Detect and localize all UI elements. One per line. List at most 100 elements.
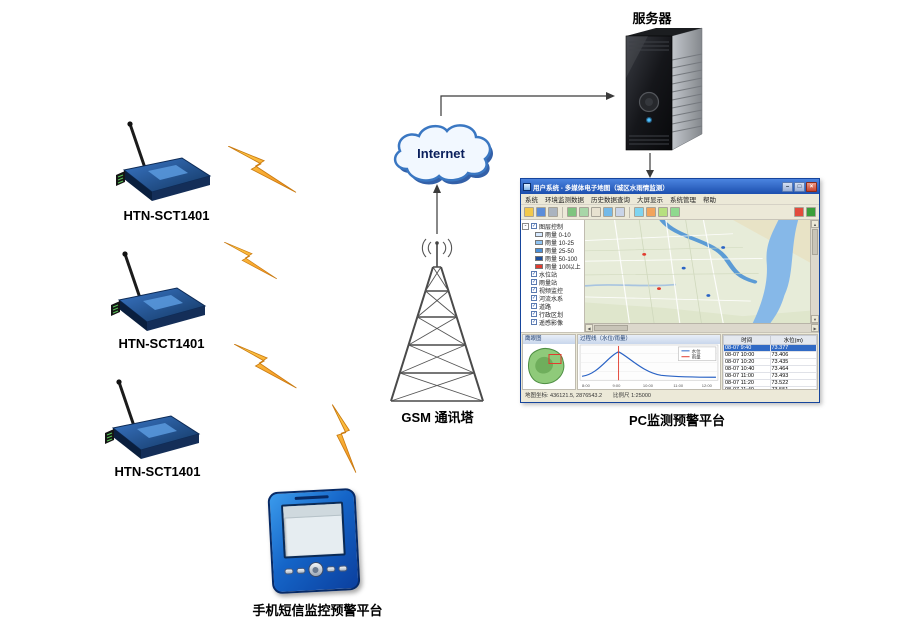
horizontal-scrollbar[interactable]: ◀ ▶ [585, 323, 819, 332]
lightning-bolt-3 [233, 343, 312, 399]
tree-legend-item[interactable]: 雨量 25-50 [535, 246, 583, 254]
zoom-out-icon[interactable] [579, 207, 589, 217]
cell-stage: 73.406 [769, 351, 817, 359]
layer-label: 水位站 [539, 272, 558, 279]
select-icon[interactable] [615, 207, 625, 217]
table-row[interactable]: 08-07 10:40 73.464 [723, 365, 817, 373]
tree-layer-item[interactable]: ✓ 雨量站 [531, 278, 583, 286]
table-header-stage[interactable]: 水位(m) [769, 335, 817, 345]
cell-time: 08-07 11:20 [723, 379, 771, 387]
layer-label: 雨量站 [539, 280, 558, 287]
layer-label: 遥感影像 [539, 320, 564, 327]
pda-button [337, 564, 348, 572]
chart-legend-rain: 雨量 [692, 354, 702, 361]
checkbox-icon[interactable]: ✓ [531, 295, 537, 301]
minimize-button[interactable]: – [782, 181, 793, 192]
menu-item[interactable]: 环境监测数据 [545, 197, 584, 204]
stage-data-table: 时间 水位(m) 08-07 9:40 73.377 08-07 10:00 7… [723, 335, 817, 389]
pda-screen [281, 501, 346, 559]
alert-icon[interactable] [794, 207, 804, 217]
pc-platform-label: PC监测预警平台 [628, 413, 726, 428]
cell-time: 08-07 11:00 [723, 372, 771, 380]
tree-layer-item[interactable]: ✓ 道路 [531, 302, 583, 310]
menu-bar: 系统 环境监测数据 历史数据查询 大屏显示 系统管理 帮助 [521, 194, 819, 205]
legend-color-swatch [535, 239, 543, 245]
collapse-icon[interactable]: - [522, 222, 529, 230]
gis-map-view[interactable] [585, 220, 810, 323]
checkbox-icon[interactable]: ✓ [531, 311, 537, 317]
tree-layer-item[interactable]: ✓ 视频监控 [531, 286, 583, 294]
pan-icon[interactable] [591, 207, 601, 217]
checkbox-icon[interactable]: ✓ [531, 279, 537, 285]
window-app-icon [523, 182, 531, 191]
scroll-left-icon[interactable]: ◀ [585, 324, 593, 332]
data-table-panel: 时间 水位(m) 08-07 9:40 73.377 08-07 10:00 7… [722, 334, 818, 390]
print-icon[interactable] [548, 207, 558, 217]
tree-legend-item[interactable]: 雨量 50-100 [535, 254, 583, 262]
menu-item[interactable]: 帮助 [703, 197, 716, 204]
overview-map-illustration[interactable] [523, 344, 575, 389]
table-row[interactable]: 08-07 11:00 73.493 [723, 372, 817, 380]
layer-label: 河流水系 [539, 296, 564, 303]
checkbox-icon[interactable]: ✓ [531, 223, 537, 229]
checkbox-icon[interactable]: ✓ [531, 303, 537, 309]
close-button[interactable]: × [806, 181, 817, 192]
save-icon[interactable] [536, 207, 546, 217]
tree-layer-item[interactable]: ✓ 行政区划 [531, 310, 583, 318]
toolbar-separator [629, 206, 630, 218]
tree-legend-item[interactable]: 雨量 100以上 [535, 262, 583, 270]
table-row[interactable]: 08-07 9:40 73.377 [723, 344, 817, 352]
scroll-down-icon[interactable]: ▼ [811, 315, 819, 323]
window-titlebar[interactable]: 用户系统 - 多媒体电子地图（城区水雨情监测） – □ × [521, 179, 819, 194]
hydrograph-chart: 水位 雨量 8:00 9:00 10:00 11:00 12:00 [579, 344, 719, 388]
mobile-platform-label: 手机短信监控预警平台 [252, 603, 383, 618]
maximize-button[interactable]: □ [794, 181, 805, 192]
layers-icon[interactable] [658, 207, 668, 217]
table-row[interactable]: 08-07 11:20 73.522 [723, 379, 817, 387]
tree-legend-item[interactable]: 雨量 0-10 [535, 230, 583, 238]
modem-1-label: HTN-SCT1401 [123, 208, 210, 223]
cell-stage: 73.522 [769, 379, 817, 387]
refresh-icon[interactable] [670, 207, 680, 217]
tree-legend-item[interactable]: 雨量 10-25 [535, 238, 583, 246]
window-title: 用户系统 - 多媒体电子地图（城区水雨情监测） [533, 184, 669, 192]
cell-stage: 73.435 [769, 358, 817, 366]
scrollbar-thumb[interactable] [812, 229, 818, 255]
scroll-right-icon[interactable]: ▶ [811, 324, 819, 332]
full-extent-icon[interactable] [603, 207, 613, 217]
zoom-in-icon[interactable] [567, 207, 577, 217]
tree-layer-item[interactable]: ✓ 水位站 [531, 270, 583, 278]
menu-item[interactable]: 历史数据查询 [591, 197, 630, 204]
table-row[interactable]: 08-07 10:20 73.435 [723, 358, 817, 366]
table-row[interactable]: 08-07 10:00 73.406 [723, 351, 817, 359]
chart-x-tick: 9:00 [612, 383, 621, 388]
gsm-tower [385, 233, 490, 410]
tree-layer-item[interactable]: ✓ 遥感影像 [531, 318, 583, 326]
open-icon[interactable] [524, 207, 534, 217]
scroll-up-icon[interactable]: ▲ [811, 220, 819, 228]
identify-icon[interactable] [634, 207, 644, 217]
money-icon[interactable] [806, 207, 816, 217]
table-row[interactable]: 08-07 11:40 73.551 [723, 386, 817, 389]
hydrograph-panel: 过程线（水位/雨量） 水位 雨量 8:00 9:00 10:00 11:00 1… [577, 334, 721, 390]
vertical-scrollbar[interactable]: ▲ ▼ [810, 220, 819, 323]
checkbox-icon[interactable]: ✓ [531, 287, 537, 293]
legend-color-swatch [535, 247, 543, 253]
menu-item[interactable]: 系统 [525, 197, 538, 204]
menu-item[interactable]: 系统管理 [670, 197, 696, 204]
layer-label: 行政区划 [539, 312, 564, 319]
checkbox-icon[interactable]: ✓ [531, 319, 537, 325]
tree-layer-item[interactable]: ✓ 河流水系 [531, 294, 583, 302]
menu-item[interactable]: 大屏显示 [637, 197, 663, 204]
checkbox-icon[interactable]: ✓ [531, 271, 537, 277]
pda-button [295, 567, 306, 574]
legend-label: 雨量 100以上 [545, 264, 581, 271]
pda-screen-header [283, 503, 342, 519]
table-header-time[interactable]: 时间 [723, 335, 771, 345]
legend-label: 雨量 25-50 [545, 248, 575, 255]
modem-2-label: HTN-SCT1401 [118, 336, 205, 351]
tree-root[interactable]: - ✓ 图层控制 [522, 222, 583, 230]
scrollbar-thumb[interactable] [594, 325, 628, 331]
cell-time: 08-07 10:20 [723, 358, 771, 366]
measure-icon[interactable] [646, 207, 656, 217]
